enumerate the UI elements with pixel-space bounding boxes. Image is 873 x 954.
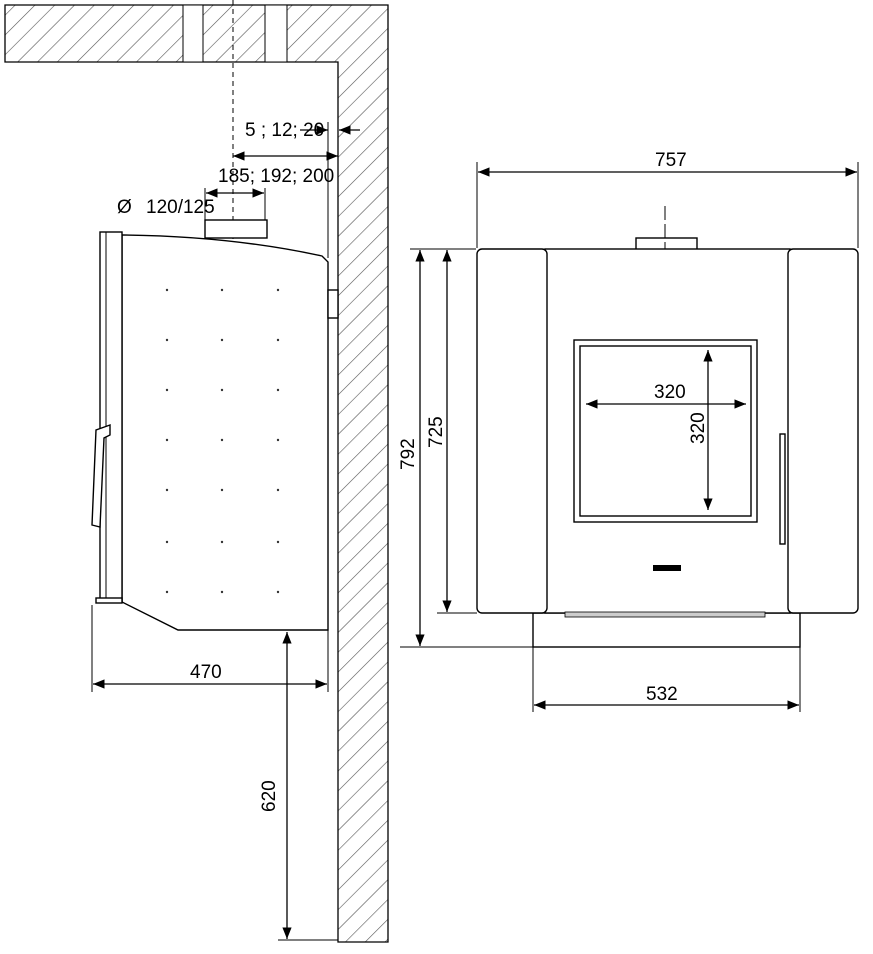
total-width-label: 757 (655, 150, 687, 171)
rivet-dot (276, 590, 280, 594)
diameter-symbol: Ø (117, 197, 132, 218)
rivet-dot (220, 288, 224, 292)
rivet-dot (220, 338, 224, 342)
rivet-dot (220, 590, 224, 594)
wall-clearance-label: 5 ; 12; 20 (245, 120, 324, 141)
rivet-dot (220, 438, 224, 442)
stove-side-view (91, 0, 339, 631)
rivet-dot (220, 540, 224, 544)
side-panel-rivets (165, 288, 280, 594)
rivet-dot (220, 488, 224, 492)
rivet-dot (276, 338, 280, 342)
left-side-panel (476, 248, 548, 614)
rivet-dot (165, 338, 169, 342)
front-door-handle (779, 433, 786, 545)
base-width-label: 532 (646, 684, 678, 705)
body-height-label: 725 (426, 416, 447, 448)
flue-collar-front (635, 237, 698, 251)
stove-body (121, 234, 329, 631)
flue-collar (204, 219, 268, 239)
floor-height-label: 620 (259, 780, 280, 812)
depth-label: 470 (190, 662, 222, 683)
rivet-dot (165, 590, 169, 594)
window-height-label: 320 (688, 412, 709, 444)
rivet-dot (276, 540, 280, 544)
front-view-dimensions: 757 792 725 532 320 320 (398, 150, 859, 712)
door-handle (91, 424, 111, 528)
flue-diameter-label: 120/125 (146, 197, 215, 218)
rivet-dot (165, 388, 169, 392)
rivet-dot (165, 288, 169, 292)
rivet-dot (276, 288, 280, 292)
stove-front-view (476, 206, 859, 648)
rivet-dot (220, 388, 224, 392)
rivet-dot (165, 438, 169, 442)
window-width-label: 320 (654, 382, 686, 403)
wall-bracket (327, 289, 339, 319)
rivet-dot (276, 438, 280, 442)
rivet-dot (276, 488, 280, 492)
flue-axis-distance-label: 185; 192; 200 (218, 166, 334, 187)
rivet-dot (165, 540, 169, 544)
wall-section (4, 4, 389, 943)
glass-window (579, 345, 752, 517)
brand-logo (653, 565, 681, 571)
front-panel (99, 231, 123, 603)
side-view-dimensions: 5 ; 12; 20 185; 192; 200 Ø 120/125 470 6… (91, 120, 360, 941)
total-height-label: 792 (398, 438, 419, 470)
right-side-panel (787, 248, 859, 614)
stove-base (532, 612, 801, 648)
rivet-dot (165, 488, 169, 492)
rivet-dot (276, 388, 280, 392)
